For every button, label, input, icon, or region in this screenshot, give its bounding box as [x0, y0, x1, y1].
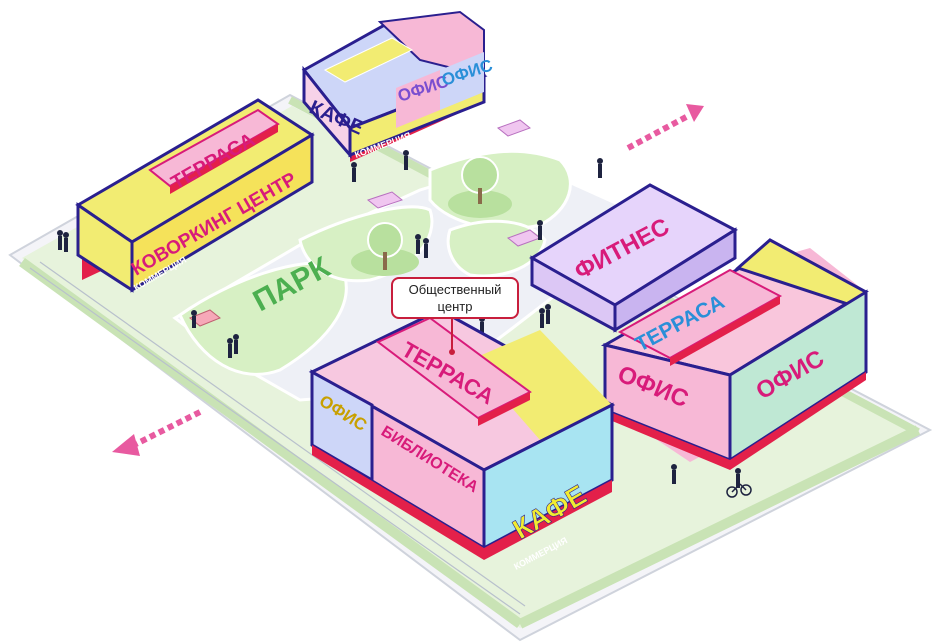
dashed-arrow-icon — [626, 104, 704, 151]
east-fitness-office-building: ФИТНЕС ТЕРРАСА ОФИС ОФИС — [529, 183, 870, 470]
dashed-arrow-icon — [112, 409, 202, 456]
callout-pointer-dot — [449, 349, 455, 355]
pedestrians — [57, 150, 741, 488]
public-center-callout: Общественный центр — [391, 277, 519, 319]
bicycle-icon — [726, 483, 752, 498]
callout-line-1: Общественный — [408, 282, 502, 297]
north-office-building: КАФЕ ОФИС ОФИС КОММЕРЦИЯ — [301, 10, 495, 162]
central-park: ПАРК — [172, 119, 623, 402]
callout-line-2: центр — [437, 299, 473, 314]
